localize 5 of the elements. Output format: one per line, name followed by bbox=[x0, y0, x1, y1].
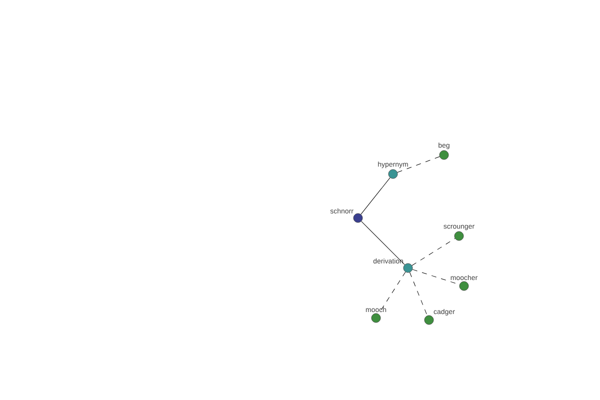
connector-line bbox=[361, 221, 405, 265]
connector-line bbox=[410, 272, 428, 316]
connector-line bbox=[397, 156, 440, 173]
connector-line bbox=[360, 177, 390, 215]
connector-line bbox=[412, 238, 456, 266]
